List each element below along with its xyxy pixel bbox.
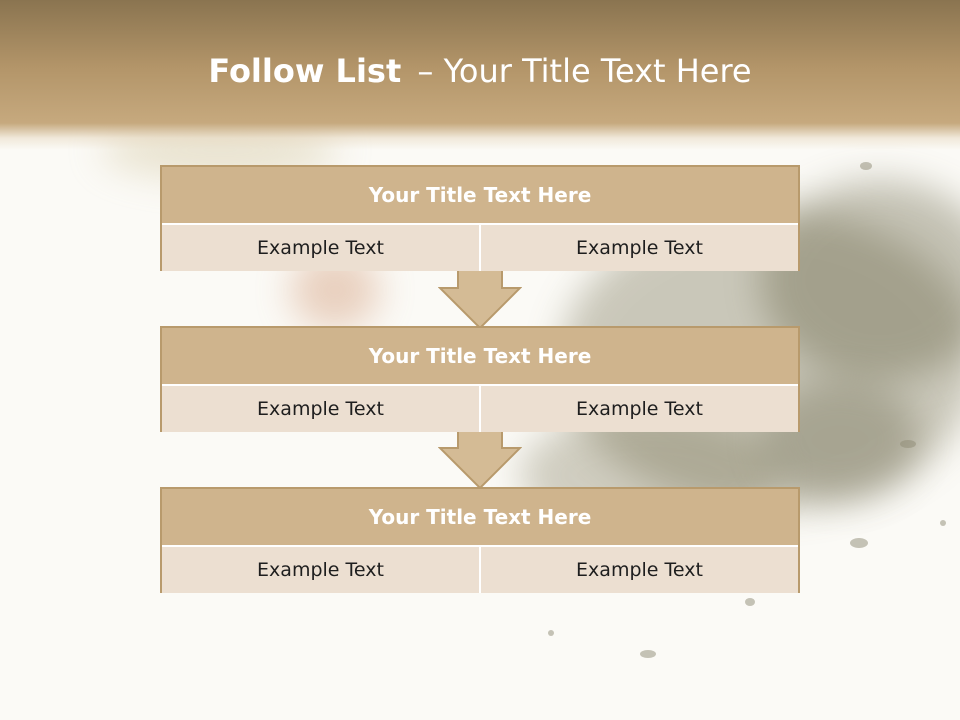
down-arrow-icon	[438, 428, 522, 490]
title-subtitle: – Your Title Text Here	[417, 52, 752, 90]
block-cell-right: Example Text	[479, 386, 798, 432]
down-arrow-icon	[438, 268, 522, 330]
block-row: Example Text Example Text	[162, 225, 798, 271]
slide-title: Follow List – Your Title Text Here	[0, 52, 960, 90]
block-cell-right: Example Text	[479, 225, 798, 271]
block-title: Your Title Text Here	[162, 328, 798, 386]
block-title: Your Title Text Here	[162, 167, 798, 225]
block-cell-left: Example Text	[162, 225, 479, 271]
list-block-2: Your Title Text Here Example Text Exampl…	[160, 326, 800, 432]
block-cell-right: Example Text	[479, 547, 798, 593]
block-cell-left: Example Text	[162, 547, 479, 593]
list-block-3: Your Title Text Here Example Text Exampl…	[160, 487, 800, 593]
title-bar	[0, 0, 960, 150]
title-main: Follow List	[208, 52, 402, 90]
block-cell-left: Example Text	[162, 386, 479, 432]
block-title: Your Title Text Here	[162, 489, 798, 547]
block-row: Example Text Example Text	[162, 547, 798, 593]
block-row: Example Text Example Text	[162, 386, 798, 432]
list-block-1: Your Title Text Here Example Text Exampl…	[160, 165, 800, 271]
